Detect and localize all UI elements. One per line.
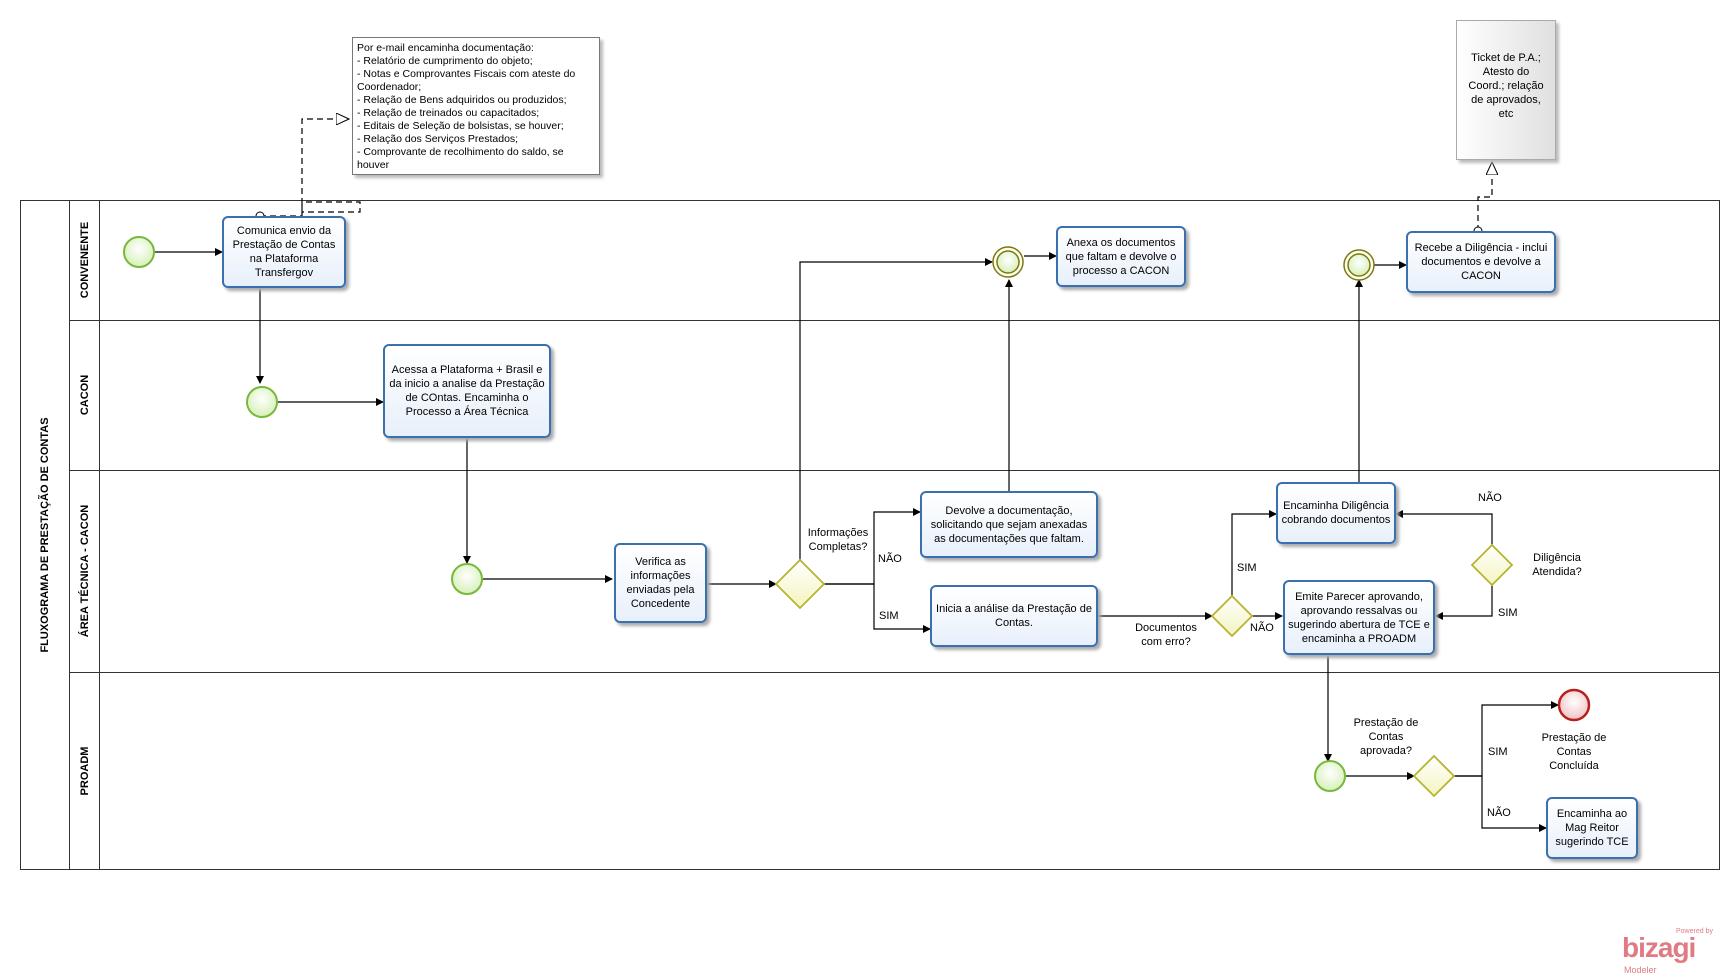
flow-label-g2-sim: SIM xyxy=(1237,562,1257,574)
task-label: Anexa os documentos que faltam e devolve… xyxy=(1065,236,1177,277)
flow-label-g3-nao: NÃO xyxy=(1478,492,1502,504)
flow-g4-to-t10 xyxy=(1454,775,1547,832)
gateway-label-informacoes-completas: Informações Completas? xyxy=(807,527,869,553)
flow-g3-to-t8 xyxy=(1435,585,1493,620)
task-label: Encaminha Diligência cobrando documentos xyxy=(1281,500,1391,526)
task-label: Recebe a Diligência - inclui documentos … xyxy=(1414,242,1548,282)
data-object-ticket: Ticket de P.A.; Atesto do Coord.; relaçã… xyxy=(1456,20,1556,160)
task-encaminha-reitor[interactable]: Encaminha ao Mag Reitor sugerindo TCE xyxy=(1546,797,1638,859)
gateway-prestacao-aprovada xyxy=(1412,754,1456,798)
task-emite-parecer[interactable]: Emite Parecer aprovando, aprovando ressa… xyxy=(1283,580,1435,655)
flow-label-g2-nao: NÃO xyxy=(1250,622,1274,634)
start-event xyxy=(246,386,278,418)
task-label: Comunica envio da Prestação de Contas na… xyxy=(232,225,336,279)
flow-g1-to-t4 xyxy=(799,258,993,560)
task-label: Verifica as informações enviadas pela Co… xyxy=(626,556,695,610)
gateway-label-documentos-com-erro: Documentos com erro? xyxy=(1135,622,1197,648)
gateway-label-prestacao-aprovada: Prestação de Contas aprovada? xyxy=(1353,717,1419,757)
pool-label-column xyxy=(20,200,70,870)
flow-label-g1-sim: SIM xyxy=(879,610,899,622)
task-acessa-plataforma[interactable]: Acessa a Plataforma + Brasil e da inicio… xyxy=(383,344,551,438)
start-event xyxy=(123,236,155,268)
lane-separator xyxy=(70,470,1720,471)
task-label: Encaminha ao Mag Reitor sugerindo TCE xyxy=(1555,808,1629,848)
lane-separator xyxy=(70,320,1720,321)
lane-separator xyxy=(70,672,1720,673)
task-verifica-informacoes[interactable]: Verifica as informações enviadas pela Co… xyxy=(614,543,707,623)
flow-g3-to-t7 xyxy=(1395,510,1493,545)
flow-g2-to-t7 xyxy=(1231,510,1277,596)
start-event xyxy=(1314,760,1346,792)
gateway-informacoes-completas xyxy=(774,558,826,610)
task-anexa-documentos[interactable]: Anexa os documentos que faltam e devolve… xyxy=(1056,226,1186,287)
task-comunica-envio[interactable]: Comunica envio da Prestação de Contas na… xyxy=(222,216,346,288)
task-label: Emite Parecer aprovando, aprovando ressa… xyxy=(1288,590,1430,645)
flow-label-g4-sim: SIM xyxy=(1488,746,1508,758)
task-recebe-diligencia[interactable]: Recebe a Diligência - inclui documentos … xyxy=(1406,231,1556,293)
gateway-diligencia-atendida xyxy=(1470,543,1514,587)
task-inicia-analise[interactable]: Inicia a análise da Prestação de Contas. xyxy=(930,585,1098,647)
end-event xyxy=(1557,688,1591,722)
gateway-documentos-com-erro xyxy=(1210,594,1254,638)
gateway-label-diligencia-atendida: Diligência Atendida? xyxy=(1532,552,1582,578)
pool xyxy=(20,200,1720,870)
logo-name: bizagi xyxy=(1622,932,1696,963)
end-event-label: Prestação de Contas Concluída xyxy=(1541,732,1607,772)
association-t1-to-note xyxy=(260,119,361,217)
intermediate-event xyxy=(992,246,1024,278)
task-label: Inicia a análise da Prestação de Contas. xyxy=(936,603,1092,629)
task-label: Acessa a Plataforma + Brasil e da inicio… xyxy=(389,364,545,418)
logo-powered-by: Powered by xyxy=(1676,928,1713,935)
task-encaminha-diligencia[interactable]: Encaminha Diligência cobrando documentos xyxy=(1276,482,1396,544)
logo-product: Modeler xyxy=(1624,965,1657,975)
annotation-note: Por e-mail encaminha documentação: - Rel… xyxy=(352,37,600,175)
start-event xyxy=(451,563,483,595)
flow-g1-no-to-t5 xyxy=(824,583,931,633)
task-devolve-documentacao[interactable]: Devolve a documentação, solicitando que … xyxy=(920,491,1098,558)
task-label: Devolve a documentação, solicitando que … xyxy=(930,504,1088,545)
flow-label-g4-nao: NÃO xyxy=(1487,807,1511,819)
intermediate-event xyxy=(1343,249,1375,281)
flow-label-g3-sim: SIM xyxy=(1498,607,1518,619)
association-t9-to-ticket xyxy=(1477,162,1492,231)
lane-label-column xyxy=(70,200,100,870)
flow-label-g1-nao: NÃO xyxy=(878,553,902,565)
